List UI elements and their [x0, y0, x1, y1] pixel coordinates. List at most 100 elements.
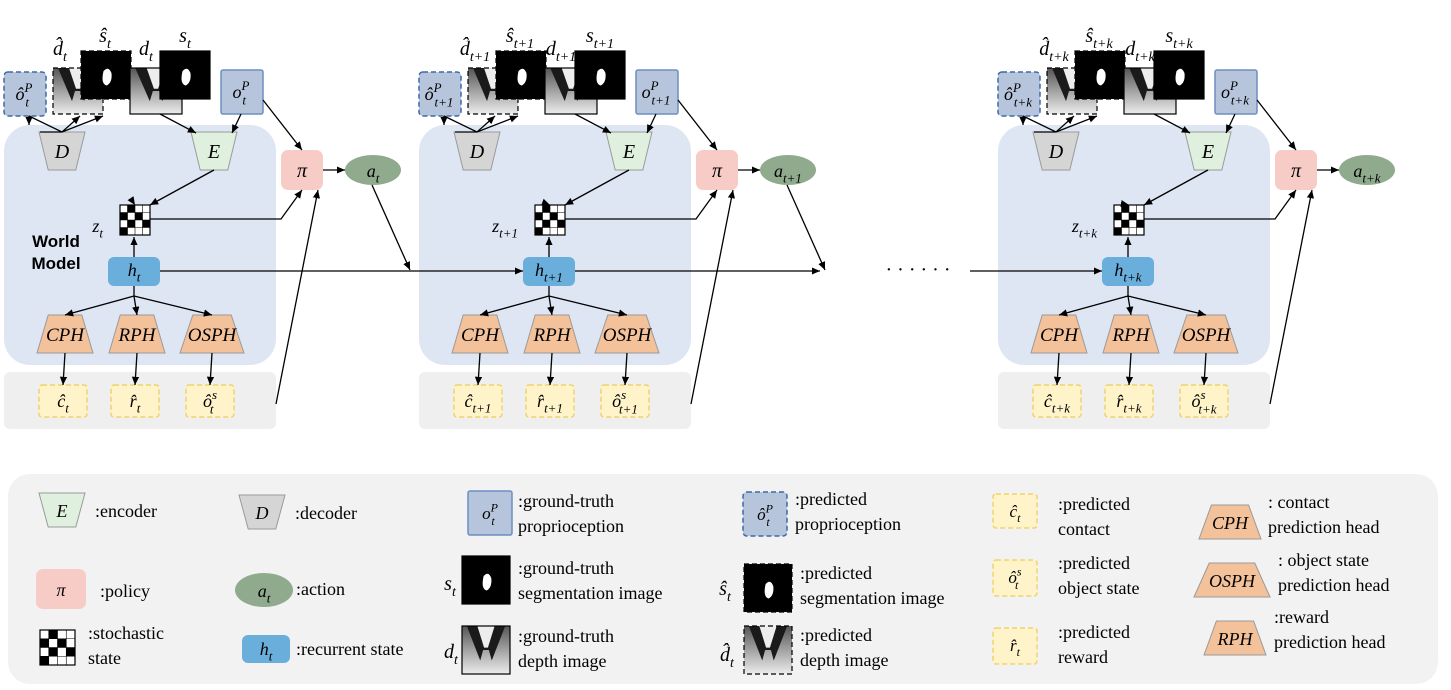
arrow-decoder-depth [1055, 115, 1075, 133]
policy-label: π [297, 160, 308, 182]
policy-label: π [712, 160, 723, 182]
cph-label: CPH [461, 325, 500, 346]
arrow-head-output [1200, 352, 1209, 386]
arrow-encoder-z [1143, 169, 1209, 206]
arrow-decoder-seg [61, 115, 104, 133]
policy-box [281, 150, 323, 190]
arrow-h-rph [1126, 295, 1134, 316]
ground-truth-segmentation-label: st+1 [586, 25, 614, 52]
ground-truth-proprioception-box [635, 69, 679, 115]
legend-stoch-icon [39, 629, 76, 666]
arrow-head-output [1053, 352, 1062, 386]
ground-truth-segmentation-label: st+k [1165, 25, 1193, 52]
legend-decoder-icon [238, 494, 286, 530]
osph-head [1173, 314, 1239, 354]
legend-action-sym: at [258, 581, 271, 605]
legend-gt-seg-icon [461, 555, 511, 605]
osph-label: OSPH [603, 325, 653, 346]
world-model-box [998, 125, 1270, 365]
stochastic-state-grid [119, 204, 151, 236]
arrow-z-policy [1144, 189, 1297, 220]
arrow-depth-encoder [1153, 113, 1191, 134]
legend-gt-depth-icon [461, 625, 511, 675]
predicted-segmentation-image [80, 50, 132, 100]
encoder-label: E [1201, 141, 1214, 163]
predicted-proprioception-box [997, 71, 1041, 117]
recurrent-state-box [108, 257, 160, 286]
legend-pred-seg-sym: ŝt [719, 578, 732, 605]
cph-label: CPH [46, 325, 85, 346]
legend-cph-icon [1198, 504, 1262, 540]
ground-truth-segmentation-image [574, 50, 626, 100]
policy-label: π [1291, 160, 1302, 182]
predicted-r-label: r̂t+1 [537, 391, 563, 415]
legend-recurrent-sym: ht [260, 639, 273, 663]
ellipsis: · · · · · · [886, 259, 951, 281]
action-label: at+1 [774, 161, 802, 185]
decoder-block [38, 131, 86, 171]
legend-obj-icon [992, 559, 1038, 597]
predicted-c-label: ĉt+1 [465, 391, 492, 415]
ground-truth-proprioception-box [1214, 69, 1258, 115]
arrow-output-policy [275, 189, 320, 405]
arrow-decoder-depth [61, 115, 81, 133]
legend-gt-depth-sym: dt [444, 641, 459, 668]
arrow-z-policy [565, 189, 718, 220]
legend-encoder-icon [38, 492, 86, 528]
predicted-c-label: ĉt+k [1044, 391, 1070, 415]
stochastic-state-label: zt+1 [491, 216, 518, 240]
legend-policy-icon [36, 569, 86, 609]
predicted-segmentation-image [495, 50, 547, 100]
recurrent-links: · · · · · · [160, 184, 1102, 281]
cph-label: CPH [1040, 325, 1079, 346]
arrow-proprio-policy [1256, 99, 1297, 151]
legend-reward-icon [992, 627, 1038, 665]
arrow-proprio-encoder [231, 113, 242, 134]
predicted-depth-label: d̂t+1 [460, 36, 490, 65]
predicted-proprioception-box [418, 71, 462, 117]
legend-pred-depth-sym: d̂t [720, 642, 735, 671]
encoder-block [190, 131, 238, 171]
rph-head [108, 314, 166, 354]
legend-contact-sym: ĉt [1010, 502, 1022, 525]
rph-head [1102, 314, 1160, 354]
legend-action-icon [235, 573, 293, 607]
stochastic-state-label: zt+k [1071, 216, 1097, 240]
arrow-z-policy [150, 189, 303, 220]
predicted-r-label: r̂t+k [1116, 391, 1141, 415]
legend-rph-icon [1203, 620, 1267, 656]
legend-pred-depth-icon [743, 625, 793, 675]
predicted-depth-label: d̂t [53, 36, 68, 65]
arrow-proprio-policy [262, 99, 303, 151]
policy-box [696, 150, 738, 190]
ground-truth-depth-label: dt+1 [546, 38, 576, 65]
arrow-depth-encoder [574, 113, 612, 134]
legend-osph-icon [1193, 562, 1271, 598]
rph-label: RPH [1112, 325, 1151, 346]
legend-decoder-sym: D [255, 503, 269, 523]
arrow-output-policy [1269, 189, 1314, 405]
recurrent-state-label: ht+1 [535, 260, 563, 284]
legend-reward-sym: r̂t [1010, 636, 1021, 659]
recurrent-state-label: ht+k [1114, 260, 1141, 284]
legend-action-text: :action [296, 579, 345, 599]
predicted-segmentation-label: ŝt+1 [506, 25, 534, 52]
legend-gt-seg-sym: st [444, 573, 457, 600]
recurrent-state-box [1102, 257, 1154, 286]
legend-gt-proprio-icon [467, 490, 513, 536]
